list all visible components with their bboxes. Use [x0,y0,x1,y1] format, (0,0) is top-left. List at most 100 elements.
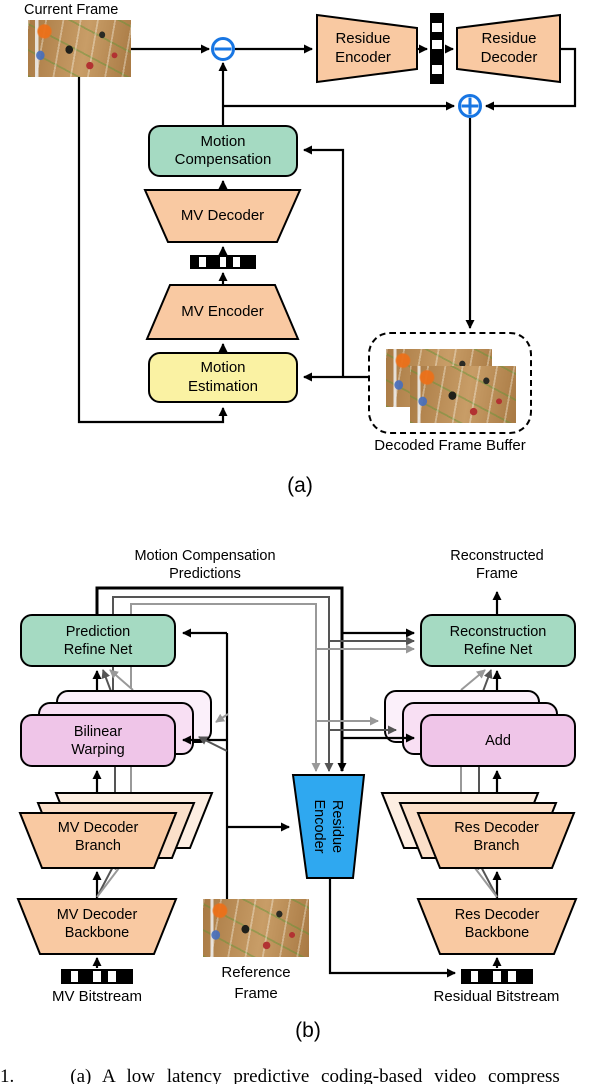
bitstream-cell [205,257,213,267]
label-line: Residue [329,799,346,854]
bitstream-cell [63,971,71,982]
label-line: Estimation [187,377,259,395]
res-decoder-backbone-label: Res Decoder Backbone [418,906,576,942]
label-line: Encoder [311,799,328,854]
bitstream-cell [432,56,442,66]
label-line: Reconstruction [449,623,547,640]
label-line: Backbone [64,925,130,941]
label-line: Res Decoder [454,820,539,836]
residue-encoder-shape [316,13,418,84]
decoded-frame-image-front [410,366,516,423]
label-line: Motion [200,359,246,376]
prediction-refine-net-box: Prediction Refine Net [20,614,176,667]
bitstream-cell [226,257,234,267]
mv-decoder-backbone-label: MV Decoder Backbone [18,906,176,942]
wire-dfb-to-mc [303,145,345,377]
mv-backbone-shape [16,898,178,955]
operators [211,37,482,118]
label-line: Reference [221,964,291,981]
bitstream-cell [463,971,471,982]
decoded-frame-buffer [368,332,532,434]
bitstream-cell [432,40,442,48]
label-line: Refine Net [63,641,133,658]
residue-decoder-label: Residue Decoder [457,30,561,67]
bitstream-cell [432,65,442,73]
mv-decoder-label: MV Decoder [180,207,265,224]
label-line: Frame [234,985,278,1002]
bitstream-cell [432,15,442,24]
bitstream-cell [192,257,199,267]
bitstream-icon [61,969,133,984]
mv-decoder-shape [143,189,302,243]
label-line: Encoder [335,48,391,66]
bitstream-cell [93,971,101,982]
bitstream-cell [523,971,532,982]
label-line: Reconstructed [450,548,544,564]
bilinear-warping-box: Bilinear Warping [20,714,176,767]
figure-caption: 1. (a) A low latency predictive coding-ba… [0,1066,610,1084]
bitstream-cell [478,971,486,982]
bitstream-cell [220,257,227,267]
caption-text: (a) A low latency predictive coding-base… [70,1066,560,1084]
label-line: Branch [75,838,121,854]
label-line: Residue [481,30,537,47]
mv-bitstream-label: MV Bitstream [51,988,142,1005]
wire-resenc-to-residualbits [328,878,456,978]
bitstream-cell [71,971,79,982]
bitstream-icon [430,13,444,84]
wire-resdec-to-add [485,47,577,111]
label-line: Warping [71,741,125,758]
bitstream-cell [432,31,442,41]
bitstream-cell [123,971,132,982]
label-line: Backbone [464,925,530,941]
motion-compensation-box: Motion Compensation [148,125,298,177]
res-backbone-shape [416,898,578,955]
wire-currentframe-to-me [77,77,228,424]
bitstream-cell [432,48,442,57]
bitstream-cell [85,971,94,982]
res-branch-shape [416,812,576,869]
bitstream-cell [471,971,479,982]
decoded-frame-buffer-label: Decoded Frame Buffer [374,437,526,454]
bitstream-cell [515,971,524,982]
current-frame-label: Current Frame [24,2,119,18]
bitstream-cell [247,257,255,267]
bitstream-cell [493,971,501,982]
bitstream-cell [240,257,248,267]
bitstream-cell [432,73,442,82]
label-line: Frame [476,566,518,582]
label-line: Residue [335,30,391,47]
mv-decoder-branch-label: MV Decoder Branch [20,819,176,855]
label-line: Predictions [169,566,241,582]
residue-encoder-b-shape [291,774,366,879]
bitstream-cell [432,23,442,31]
reference-frame-label: Reference Frame [206,962,306,1004]
bitstream-cell [199,257,206,267]
wire-add-ghost2-to-rrn [460,669,486,691]
bitstream-icon [190,255,256,269]
label-line: Res Decoder [454,907,540,923]
mc-predictions-label: Motion Compensation Predictions [115,547,295,583]
label-line: Motion Compensation [134,548,276,564]
wire-prediction-bus-black [95,586,347,772]
current-frame-image [28,20,131,77]
bitstream-cell [508,971,516,982]
reconstruction-refine-net-box: Reconstruction Refine Net [420,614,576,667]
label-line: Prediction [65,623,131,640]
label-line: Motion [200,132,246,150]
caption-number: 1. [0,1066,15,1084]
residue-encoder-b-label: Residue Encoder [293,775,364,878]
panel-b-label: (b) [295,1019,321,1042]
motion-estimation-box: Motion Estimation [148,352,298,403]
mv-branch-shape [18,812,178,869]
bitstream-cell [100,971,109,982]
label-line: MV Decoder [57,820,139,836]
reference-frame-image [203,899,309,957]
res-decoder-branch-label: Res Decoder Branch [418,819,575,855]
wire-warp-ghost2-to-prn [109,669,134,691]
bitstream-cell [500,971,509,982]
label-line: Refine Net [463,641,533,658]
bitstream-cell [78,971,86,982]
